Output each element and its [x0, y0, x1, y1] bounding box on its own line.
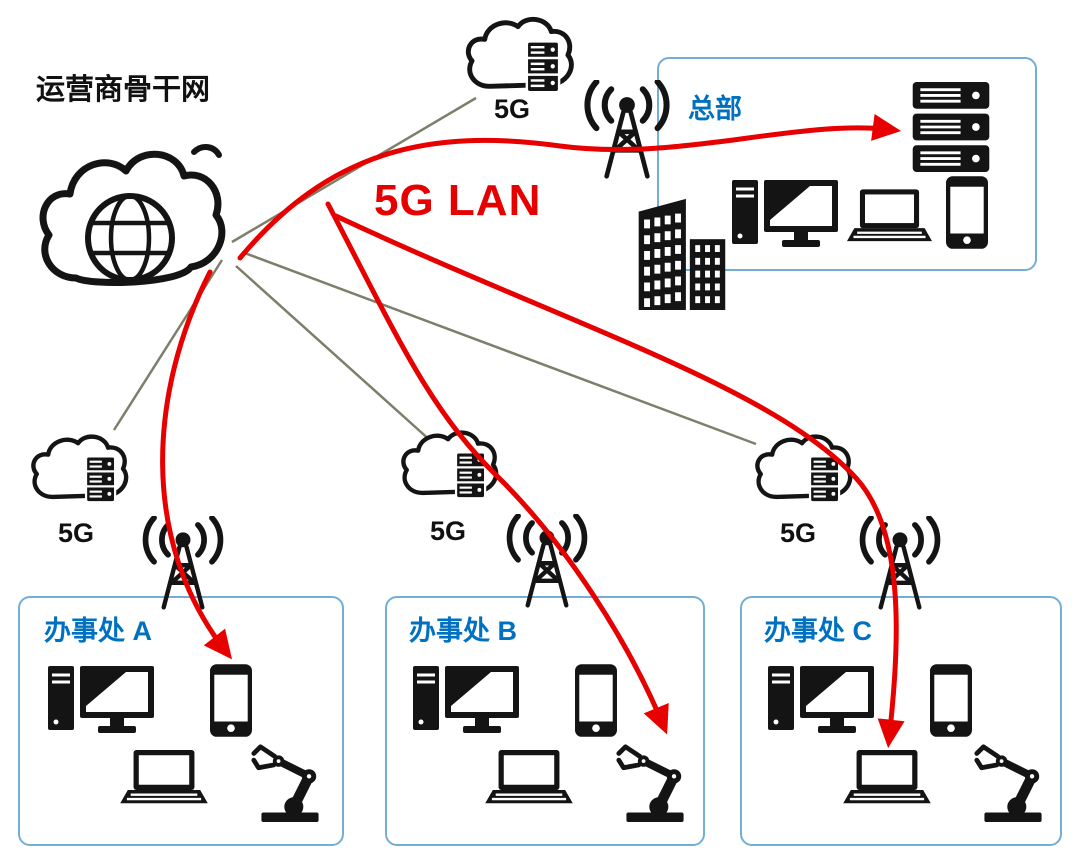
office-a-5g-cloud-server-icon [33, 437, 126, 503]
hq-cell-tower-icon [587, 82, 666, 176]
hq-5g-label: 5G [494, 94, 531, 124]
office-c-5g-label: 5G [780, 518, 817, 548]
office-b-5g-cloud-server-icon [403, 433, 496, 499]
office-a-cell-tower-icon [146, 518, 221, 607]
office-c-title: 办事处 C [764, 616, 872, 646]
lan-label: 5G LAN [374, 176, 542, 225]
link-backbone-office-c [241, 250, 757, 446]
backbone-cloud-globe-icon [43, 147, 222, 283]
hq-title: 总部 [688, 94, 742, 124]
office-c-cell-tower-icon [863, 518, 938, 607]
office-a-title: 办事处 A [44, 616, 152, 646]
link-backbone-office-a [112, 259, 224, 431]
office-b-5g-label: 5G [430, 516, 467, 546]
hq-box [657, 57, 1037, 271]
hq-5g-cloud-server-icon [468, 19, 571, 92]
office-a-5g-label: 5G [58, 518, 95, 548]
backbone-label: 运营商骨干网 [36, 74, 211, 106]
office-b-title: 办事处 B [409, 616, 517, 646]
office-b-cell-tower-icon [510, 516, 585, 605]
link-backbone-office-b [235, 265, 433, 443]
office-c-5g-cloud-server-icon [757, 437, 850, 503]
